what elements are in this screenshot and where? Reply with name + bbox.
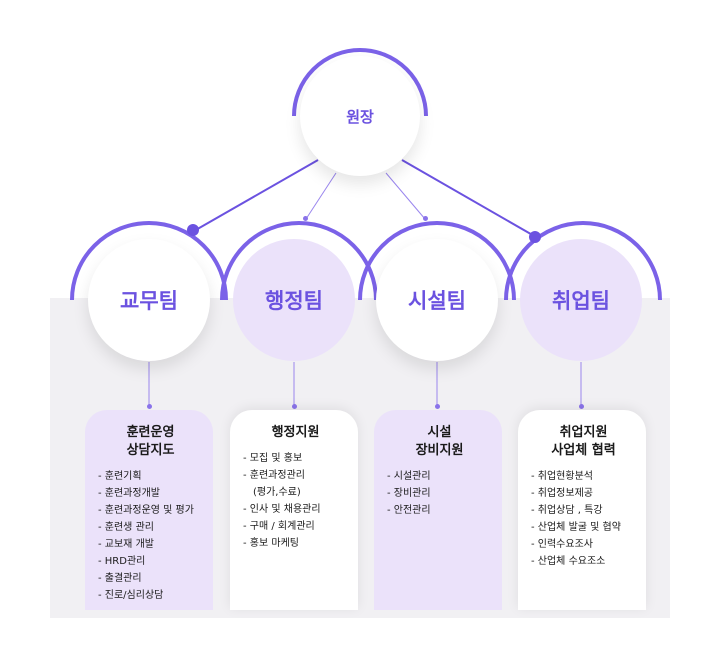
duty-list: - 취업현황분석 - 취업정보제공 - 취업상담 , 특강 - 산업체 발굴 및… [531, 468, 636, 570]
duty-list: - 훈련기획 - 훈련과정개발 - 훈련과정운영 및 평가 - 훈련생 관리 -… [98, 468, 203, 604]
duty-item: - 훈련과정관리 [243, 470, 305, 481]
duty-item: - 시설관리 [387, 471, 431, 482]
line-to-chwieop [401, 159, 537, 238]
card-title-line: 장비지원 [415, 443, 464, 458]
card-gyomu: 훈련운영 상담지도 - 훈련기획 - 훈련과정개발 - 훈련과정운영 및 평가 … [85, 410, 213, 610]
duty-item: - 안전관리 [387, 505, 431, 516]
card-siseol: 시설 장비지원 - 시설관리 - 장비관리 - 안전관리 [374, 410, 502, 610]
duty-item: - 인력수요조사 [531, 539, 593, 550]
card-title: 행정지원 [243, 424, 348, 442]
line-to-gyomu [193, 159, 319, 232]
duty-item: - 모집 및 홍보 [243, 453, 303, 464]
line-to-haengjeong [305, 172, 337, 220]
team-node-haengjeong: 행정팀 [233, 239, 355, 361]
junction-dot [529, 231, 541, 243]
card-title: 취업지원 사업체 협력 [531, 424, 636, 460]
duty-list: - 모집 및 홍보 - 훈련과정관리 (평가,수료) - 인사 및 채용관리 -… [243, 450, 348, 552]
duty-item: - 취업정보제공 [531, 488, 593, 499]
card-chwieop: 취업지원 사업체 협력 - 취업현황분석 - 취업정보제공 - 취업상담 , 특… [518, 410, 646, 610]
card-title-line: 훈련운영 [126, 425, 175, 440]
duty-item: - 훈련기획 [98, 471, 142, 482]
card-haengjeong: 행정지원 - 모집 및 홍보 - 훈련과정관리 (평가,수료) - 인사 및 채… [230, 410, 358, 610]
junction-dot [187, 224, 199, 236]
director-arc [292, 48, 428, 117]
team-node-siseol: 시설팀 [376, 239, 498, 361]
team-node-chwieop: 취업팀 [520, 239, 642, 361]
director-node: 원장 [300, 56, 420, 176]
duty-item: - 장비관리 [387, 488, 431, 499]
duty-item: - 교보재 개발 [98, 539, 154, 550]
line-to-siseol [385, 172, 426, 220]
duty-item: - 훈련생 관리 [98, 522, 154, 533]
card-title-line: 취업지원 [559, 425, 608, 440]
card-title-line: 행정지원 [271, 425, 320, 440]
duty-item: - 산업체 발굴 및 협약 [531, 522, 621, 533]
duty-item: - 취업현황분석 [531, 471, 593, 482]
duty-item: - 출결관리 [98, 573, 142, 584]
duty-item: - 홍보 마케팅 [243, 538, 299, 549]
duty-item: - 훈련과정운영 및 평가 [98, 505, 194, 516]
card-title-line: 상담지도 [126, 443, 175, 458]
junction-dot [579, 404, 584, 409]
junction-dot [303, 216, 308, 221]
duty-list: - 시설관리 - 장비관리 - 안전관리 [387, 468, 492, 519]
duty-item: - 인사 및 채용관리 [243, 504, 321, 515]
team-node-gyomu: 교무팀 [88, 239, 210, 361]
card-title: 훈련운영 상담지도 [98, 424, 203, 460]
team-arc-4 [504, 221, 662, 301]
team-arc-1 [70, 221, 228, 301]
team-title: 시설팀 [408, 289, 466, 313]
duty-item: (평가,수료) [253, 487, 301, 498]
junction-dot [292, 404, 297, 409]
junction-dot [147, 404, 152, 409]
duty-item: - HRD관리 [98, 556, 146, 567]
team-arc-3 [358, 221, 516, 301]
duty-item: - 산업체 수요조소 [531, 556, 606, 567]
duty-item: - 훈련과정개발 [98, 488, 160, 499]
card-title-line: 시설 [427, 425, 452, 440]
junction-dot [423, 216, 428, 221]
junction-dot [435, 404, 440, 409]
duty-item: - 진로/심리상담 [98, 590, 164, 601]
team-title: 교무팀 [120, 289, 178, 313]
team-title: 행정팀 [265, 289, 323, 313]
duty-item: - 구매 / 회계관리 [243, 521, 315, 532]
duty-item: - 취업상담 , 특강 [531, 505, 603, 516]
card-title-line: 사업체 협력 [551, 443, 616, 458]
team-title: 취업팀 [552, 289, 610, 313]
card-title: 시설 장비지원 [387, 424, 492, 460]
director-label: 원장 [346, 107, 374, 126]
